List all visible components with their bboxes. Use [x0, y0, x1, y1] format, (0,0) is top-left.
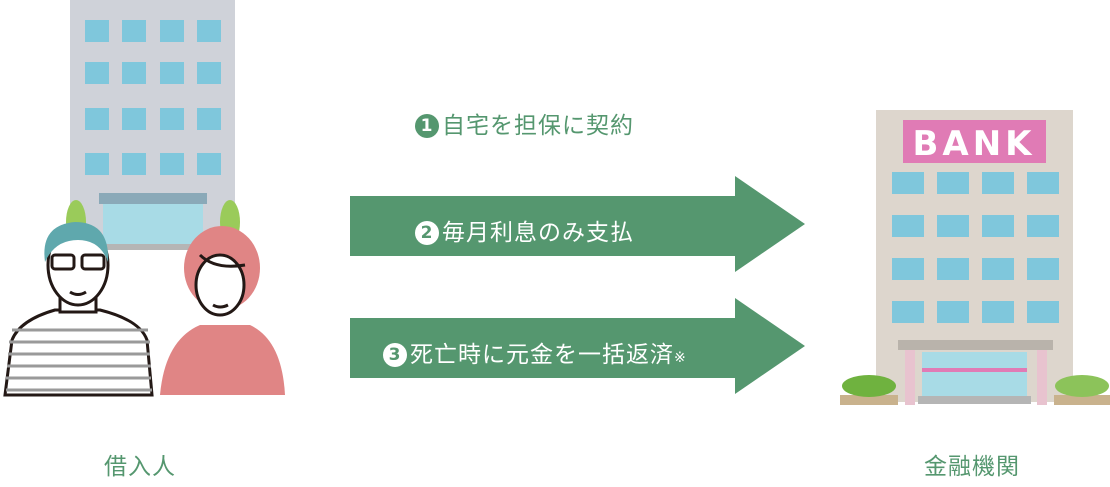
window [982, 258, 1014, 280]
window [1027, 301, 1059, 323]
window [122, 108, 146, 130]
woman-avatar [160, 226, 285, 395]
lender-label: 金融機関 [924, 454, 1020, 480]
bank-building-icon [840, 110, 1110, 405]
window [892, 258, 924, 280]
window [982, 215, 1014, 237]
arrow-lump-sum-repayment [350, 298, 805, 394]
step-number-badge: 3 [383, 343, 407, 367]
window [937, 215, 969, 237]
window [160, 20, 184, 42]
window [122, 153, 146, 175]
window [1027, 172, 1059, 194]
window [197, 108, 221, 130]
step-text: 毎月利息のみ支払 [442, 220, 634, 246]
window [122, 62, 146, 84]
apartment-building-icon [66, 0, 240, 250]
window [892, 172, 924, 194]
window [937, 258, 969, 280]
window [892, 215, 924, 237]
window [85, 153, 109, 175]
borrower-label: 借入人 [104, 454, 176, 480]
window [160, 108, 184, 130]
footnote-mark: ※ [674, 350, 687, 366]
window [197, 153, 221, 175]
window [85, 108, 109, 130]
window [1027, 258, 1059, 280]
step-number-badge: 1 [415, 114, 439, 138]
step-text: 死亡時に元金を一括返済 [410, 342, 674, 368]
window [160, 153, 184, 175]
window [160, 62, 184, 84]
bank-sign-text: BANK [912, 124, 1035, 164]
step-number-badge: 2 [415, 221, 439, 245]
window [982, 301, 1014, 323]
window [197, 20, 221, 42]
window [892, 301, 924, 323]
window [85, 62, 109, 84]
step-text: 自宅を担保に契約 [442, 113, 634, 139]
window [85, 20, 109, 42]
window [122, 20, 146, 42]
man-avatar [3, 222, 154, 397]
window [937, 172, 969, 194]
window [982, 172, 1014, 194]
arrow-monthly-interest [350, 176, 805, 272]
window [937, 301, 969, 323]
window [1027, 215, 1059, 237]
window [197, 62, 221, 84]
